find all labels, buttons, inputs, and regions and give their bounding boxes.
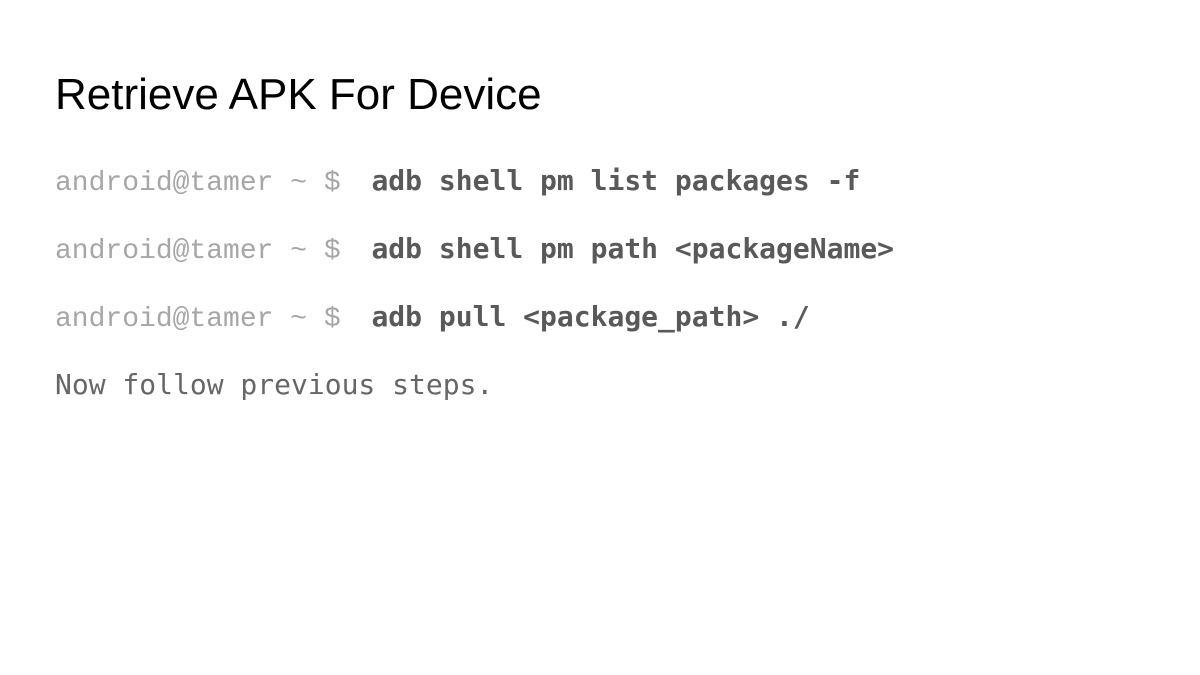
terminal-command: adb pull <package_path> ./ <box>371 300 810 333</box>
terminal-command: adb shell pm list packages -f <box>371 164 861 197</box>
terminal-prompt: android@tamer ~ $ <box>55 168 341 199</box>
terminal-line: android@tamer ~ $ adb shell pm list packa… <box>55 164 894 199</box>
terminal-prompt: android@tamer ~ $ <box>55 236 341 267</box>
slide-title: Retrieve APK For Device <box>55 70 542 119</box>
note-line: Now follow previous steps. <box>55 368 894 402</box>
terminal-prompt: android@tamer ~ $ <box>55 304 341 335</box>
terminal-line: android@tamer ~ $ adb shell pm path <pack… <box>55 232 895 267</box>
terminal-command: adb shell pm path <packageName> <box>371 232 895 265</box>
terminal-block: android@tamer ~ $ adb shell pm list packa… <box>55 164 894 436</box>
note-text: Now follow previous steps. <box>55 368 494 401</box>
terminal-line: android@tamer ~ $ adb pull <package_path>… <box>55 300 894 335</box>
